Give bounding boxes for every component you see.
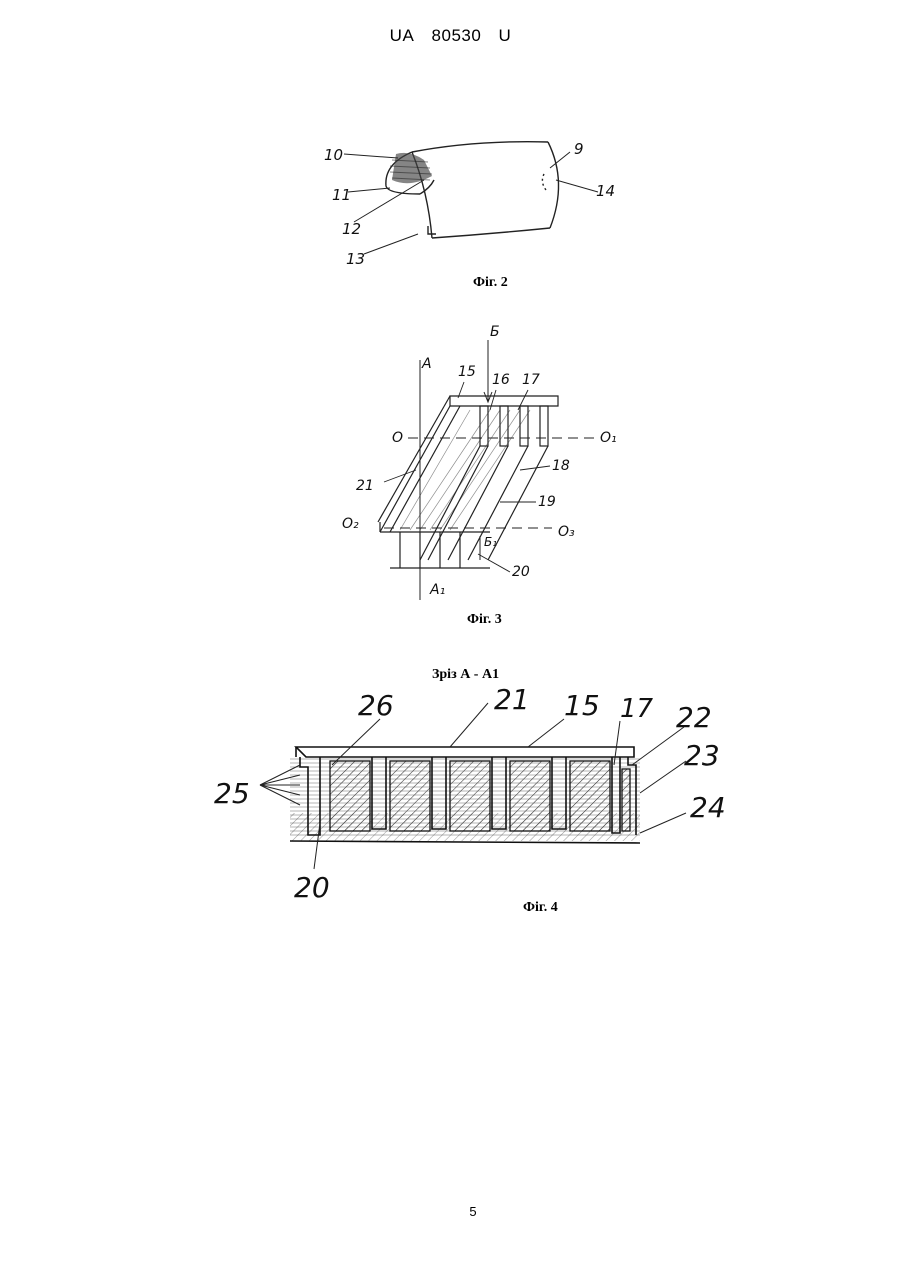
figure-3-drawing: Б А 15 16 17 О О₁ 21 18 19 О₂ О₃ Б₁ 20 А…: [340, 310, 640, 605]
fig3-label-15: 15: [458, 364, 476, 380]
fig2-label-10: 10: [324, 146, 343, 164]
fig2-label-9: 9: [574, 140, 584, 158]
fig3-label-o1: О₁: [600, 430, 617, 446]
fig3-label-o2: О₂: [342, 516, 359, 532]
figure-4-drawing: 26 21 15 17 22 23 25 24 20: [210, 685, 760, 910]
fig4-label-15: 15: [564, 689, 600, 722]
figure-4-title: Зріз А - А1: [432, 667, 499, 683]
fig4-label-20: 20: [294, 871, 330, 904]
fig3-label-18: 18: [552, 458, 570, 474]
header-kind: U: [499, 26, 512, 45]
fig3-label-a: А: [421, 356, 432, 372]
figure-2-drawing: 10 11 12 13 9 14: [300, 130, 630, 270]
fig2-label-12: 12: [342, 220, 361, 238]
fig3-label-20: 20: [512, 564, 530, 580]
figure-3-caption: Фіг. 3: [467, 612, 502, 628]
page-number: 5: [0, 1204, 901, 1219]
fig3-label-17: 17: [522, 372, 540, 388]
fig4-label-21: 21: [494, 685, 530, 716]
fig2-label-11: 11: [332, 186, 351, 204]
header-number: 80530: [432, 26, 482, 45]
fig3-label-o: О: [392, 430, 403, 446]
fig2-label-14: 14: [596, 182, 615, 200]
fig3-label-b1: Б₁: [484, 535, 497, 549]
fig4-label-24: 24: [690, 791, 726, 824]
fig3-label-b: Б: [490, 324, 500, 340]
fig4-label-17: 17: [620, 694, 654, 724]
fig3-label-a1: А₁: [429, 582, 445, 598]
document-header: UA 80530 U: [0, 26, 901, 46]
fig3-label-19: 19: [538, 494, 556, 510]
fig3-label-21: 21: [356, 478, 374, 494]
fig4-label-22: 22: [676, 701, 712, 734]
fig3-label-o3: О₃: [558, 524, 575, 540]
fig4-label-26: 26: [358, 689, 394, 722]
fig3-label-16: 16: [492, 372, 510, 388]
fig2-label-13: 13: [346, 250, 365, 268]
fig4-label-23: 23: [684, 739, 720, 772]
header-country: UA: [390, 26, 415, 45]
fig4-label-25: 25: [214, 777, 250, 810]
figure-4-caption: Фіг. 4: [523, 900, 558, 916]
figure-2-caption: Фіг. 2: [473, 275, 508, 291]
